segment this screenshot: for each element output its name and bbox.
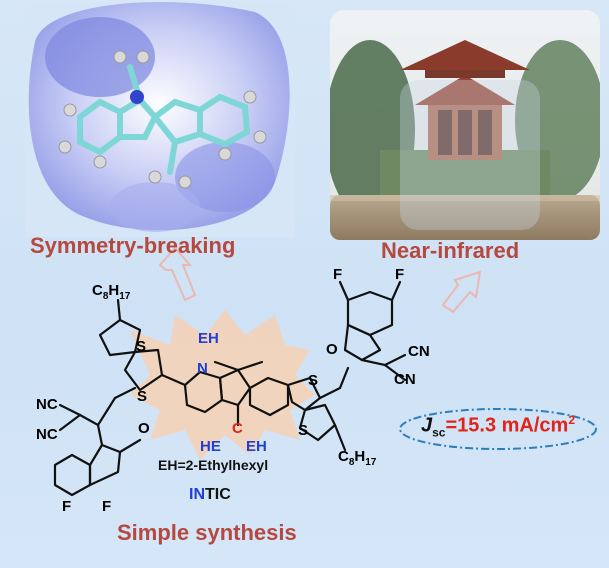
atom-s-left-2: S xyxy=(137,388,148,405)
eh-definition: EH=2-Ethylhexyl xyxy=(158,457,269,473)
atom-c-center: C xyxy=(232,420,243,437)
atom-nc-left: NC xyxy=(36,396,58,413)
atom-f-left-2: F xyxy=(102,498,112,515)
atom-cn-right-1: CN xyxy=(408,343,430,360)
compound-name: INTIC xyxy=(189,486,231,504)
jsc-value: Jsc=15.3 mA/cm2 xyxy=(421,413,576,440)
arrow-to-nir-icon xyxy=(441,270,482,314)
atom-f-left-1: F xyxy=(62,498,72,515)
jsc-ellipse xyxy=(399,408,597,450)
symmetry-breaking-label: Symmetry-breaking xyxy=(30,233,236,258)
atom-eh-c: EH xyxy=(246,438,267,455)
compound-name-in: IN xyxy=(189,486,205,503)
highlight-burst xyxy=(130,310,315,460)
atom-s-left-1: S xyxy=(136,338,147,355)
compound-name-tic: TIC xyxy=(205,486,231,503)
atom-s-right-2: S xyxy=(298,422,309,439)
atom-cn-right-2: CN xyxy=(394,371,416,388)
atom-o-left: O xyxy=(138,420,150,437)
atom-f-right-2: F xyxy=(395,266,405,283)
atom-n: N xyxy=(197,360,208,377)
simple-synthesis-label: Simple synthesis xyxy=(117,520,297,545)
electrostatic-surface-image xyxy=(25,2,295,237)
alkyl-c8h17-bottom: C8H17 xyxy=(338,448,377,468)
atom-o-right: O xyxy=(326,341,338,358)
atom-nc-left-2: NC xyxy=(36,426,58,443)
alkyl-c8h17-top: C8H17 xyxy=(92,282,131,302)
atom-s-right-1: S xyxy=(308,372,319,389)
atom-f-right-1: F xyxy=(333,266,343,283)
arrow-to-symmetry-icon xyxy=(158,246,197,302)
atom-eh-n: EH xyxy=(198,330,219,347)
pavilion-photo xyxy=(330,10,600,240)
near-infrared-label: Near-infrared xyxy=(381,238,520,263)
atom-he: HE xyxy=(200,438,221,455)
